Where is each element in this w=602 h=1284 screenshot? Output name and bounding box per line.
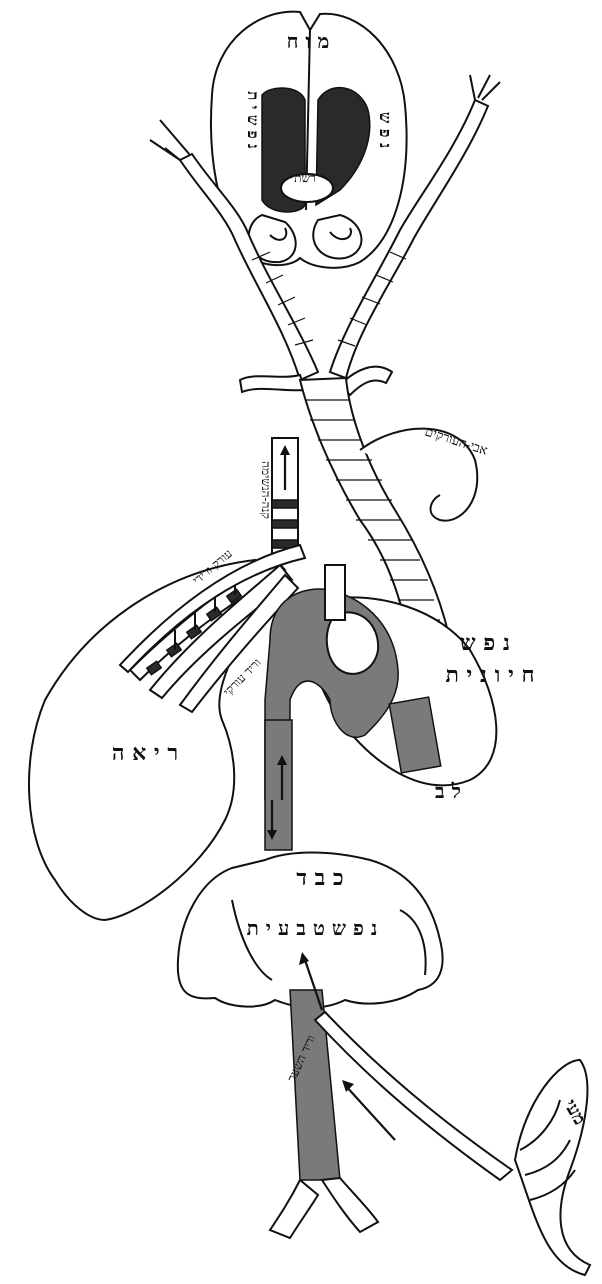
label-psychic-left: נ פ ש י ת — [244, 91, 262, 149]
label-rete: רשת — [294, 171, 316, 185]
trachea — [272, 438, 298, 558]
label-liver: כ ב ד — [296, 865, 343, 891]
label-vital-soul-1: נ פ ש — [460, 630, 510, 656]
intestine — [515, 1060, 590, 1275]
label-heart: ל ב — [435, 779, 461, 803]
label-trachea: קנה-הנשימה — [259, 461, 273, 519]
label-brain: מ ו ח — [287, 29, 330, 53]
label-lung: ר י א ה — [112, 740, 178, 766]
label-vital-soul-2: ח י ו נ י ת — [445, 662, 534, 688]
label-natural-soul: נ פ ש ט ב ע י ת — [247, 916, 378, 940]
label-psychic-right: נ פ ש — [376, 112, 395, 148]
vena-cava — [265, 720, 292, 850]
